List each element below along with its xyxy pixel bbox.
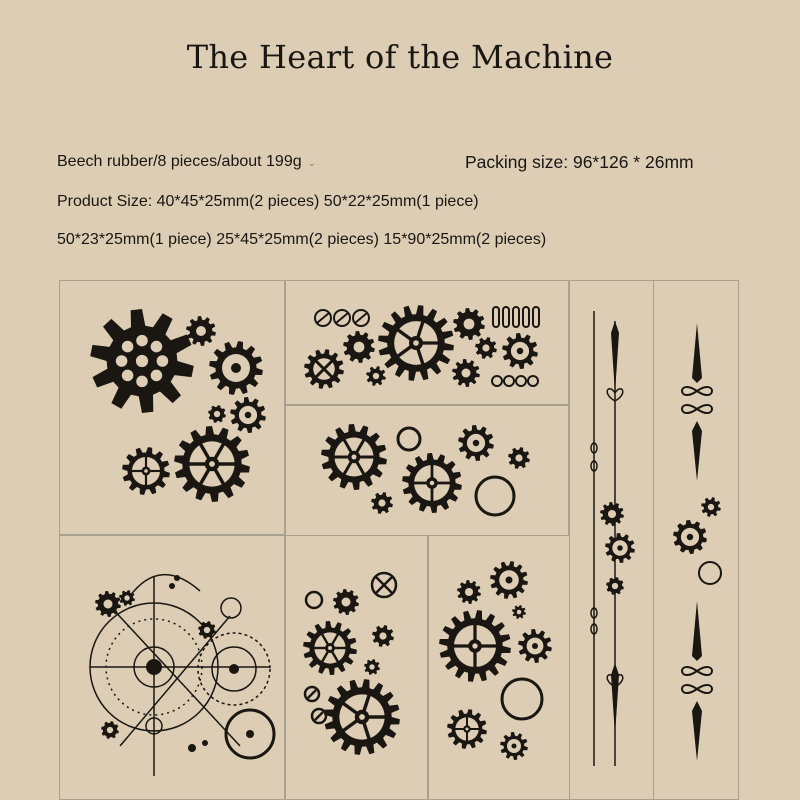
- stamp-panel-border-left: [569, 280, 654, 800]
- clock-hand-border-icon: [673, 323, 722, 761]
- stamp-panel-clockwork: [59, 535, 285, 800]
- spec-packing: Packing size: 96*126 * 26mm: [465, 152, 694, 172]
- spec-material-text: Beech rubber/8 pieces/about 199g: [57, 153, 302, 170]
- gear-cluster-icon: [439, 561, 552, 760]
- page-title: The Heart of the Machine: [186, 38, 614, 76]
- gear-cluster-icon: [90, 309, 266, 502]
- gear-cluster-icon: [304, 305, 540, 389]
- stamp-panel-gear-trio: [285, 405, 569, 536]
- spec-product-size-1: Product Size: 40*45*25mm(2 pieces) 50*22…: [57, 193, 479, 210]
- gear-cluster-icon: [321, 424, 530, 517]
- chevron-down-icon: ⌄: [307, 158, 317, 169]
- spec-product-size-2: 50*23*25mm(1 piece) 25*45*25mm(2 pieces)…: [57, 231, 547, 248]
- gear-cluster-icon: [303, 571, 400, 755]
- stamp-panel-large-gears: [59, 280, 285, 535]
- stamp-panel-border-right: [653, 280, 739, 800]
- stamp-panel-gear-stack: [428, 535, 570, 800]
- clock-compass-icon: [89, 574, 276, 776]
- stamp-panel-gear-row: [285, 280, 569, 405]
- clock-hand-border-icon: [590, 311, 635, 766]
- stamp-panel-small-gears: [285, 535, 428, 800]
- spec-material: Beech rubber/8 pieces/about 199g ⌄: [57, 153, 316, 171]
